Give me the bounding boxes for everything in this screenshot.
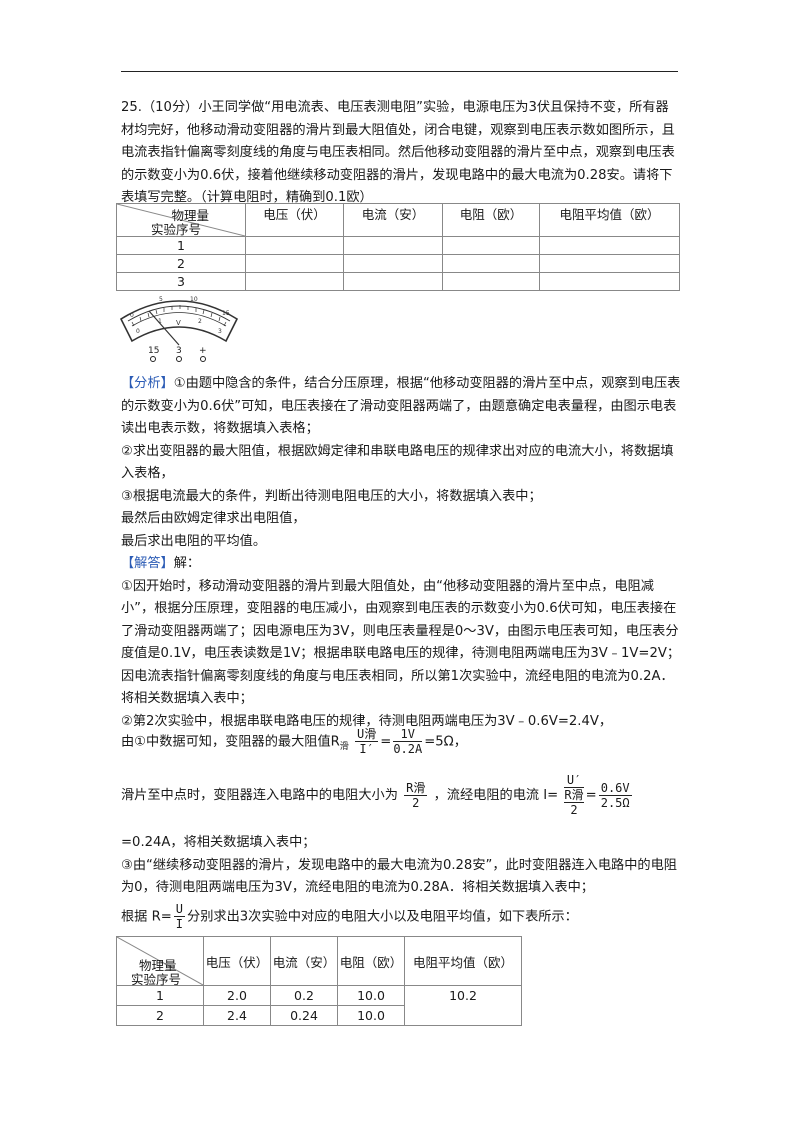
table-row: 1 2.0 0.2 10.0 10.2 xyxy=(116,985,522,1026)
solution-p2: 因电流表指针偏离零刻度线的角度与电压表相同，所以第1次实验中，流经电阻的电流为0… xyxy=(121,668,674,707)
header-resistance: 电阻（欧） xyxy=(442,203,540,237)
solution-p3: ②第2次实验中，根据串联电路电压的规律，待测电阻两端电压为3V﹣0.6V=2.4… xyxy=(121,713,613,729)
analysis-p3: ③根据电流最大的条件，判断出待测电阻电压的大小，将数据填入表中； xyxy=(121,488,542,504)
eq1-subscript: 滑 xyxy=(339,742,349,753)
eq3-den: I xyxy=(175,917,184,931)
scale-bottom-3: 3 xyxy=(218,328,222,335)
row-number: 1 xyxy=(116,985,204,1006)
row-number: 2 xyxy=(116,1005,204,1026)
row-number: 1 xyxy=(116,236,246,255)
analysis-p2: ②求出变阻器的最大阻值，根据欧姆定律和串联电路电压的规律求出对应的电流大小，将数… xyxy=(121,443,674,482)
analysis-p4: 最然后由欧姆定律求出电阻值， xyxy=(121,511,306,526)
eq1-prefix: 由①中数据可知，变阻器的最大阻值R xyxy=(121,734,340,750)
eq1-den-a: I′ xyxy=(359,742,374,756)
table-diag-header: 物理量 实验序号 xyxy=(116,936,204,987)
diag-top-label: 物理量 xyxy=(171,208,209,223)
eq1-num-a: U滑 xyxy=(355,727,379,742)
cell-voltage: 2.4 xyxy=(203,1005,271,1026)
eq1-den-b: 0.2A xyxy=(393,742,423,756)
table-row: 3 xyxy=(116,272,680,291)
eq1-num-b: 1V xyxy=(393,727,423,742)
voltmeter-figure: 0 5 10 15 0 1 2 3 V 15 3 + xyxy=(119,296,239,362)
question-text: 25.（10分）小王同学做“用电流表、电压表测电阻”实验，电源电压为3伏且保持不… xyxy=(121,100,675,205)
eq2-den: 2 xyxy=(412,795,420,810)
cell-resistance: 10.0 xyxy=(337,1005,405,1026)
eq2-middle: ，流经电阻的电流 I= xyxy=(433,788,559,803)
solution-p5: ③由“继续移动变阻器的滑片，发现电路中的最大电流为0.28安”，此时变阻器连入电… xyxy=(121,857,677,896)
solution-tag: 【解答】 xyxy=(121,556,174,571)
eq2-prefix: 滑片至中点时，变阻器连入电路中的电阻大小为 xyxy=(121,788,398,803)
diag-bottom-label: 实验序号 xyxy=(151,222,202,237)
row-number: 2 xyxy=(116,254,246,273)
eq2-num-v: 0.6V xyxy=(598,780,632,796)
row-number: 3 xyxy=(116,272,246,291)
top-rule xyxy=(121,71,678,72)
diagonal-line xyxy=(117,937,203,985)
scale-top-2: 10 xyxy=(190,296,198,303)
eq3-num: U xyxy=(173,902,186,917)
header-resistance: 电阻（欧） xyxy=(337,936,405,986)
scale-bottom-1: 1 xyxy=(158,318,162,325)
cell-current: 0.2 xyxy=(270,985,338,1006)
header-voltage: 电压（伏） xyxy=(203,936,271,986)
solution-tag-tail: 解： xyxy=(173,556,201,571)
solution-p1: ①因开始时，移动滑动变阻器的滑片到最大阻值处，由“他移动变阻器的滑片至中点，电阻… xyxy=(121,578,681,662)
scale-bottom-2: 2 xyxy=(198,318,202,325)
analysis-p1: ①由题中隐含的条件，结合分压原理，根据“他移动变阻器的滑片至中点，观察到电压表的… xyxy=(121,376,681,436)
terminal-15: 15 xyxy=(148,346,159,356)
analysis-tag: 【分析】 xyxy=(121,376,174,391)
eq2-num-u: U′ xyxy=(564,773,584,788)
header-average: 电阻平均值（欧） xyxy=(539,203,680,237)
terminal-3: 3 xyxy=(176,346,182,356)
eq2-den-ohm: 2.5Ω xyxy=(600,795,630,810)
table-row: 2 2.4 0.24 10.0 xyxy=(116,1005,522,1026)
table-row: 2 xyxy=(116,254,680,273)
eq3-suffix: 分别求出3次实验中对应的电阻大小以及电阻平均值，如下表所示： xyxy=(187,909,578,925)
solution-p4: =0.24A，将相关数据填入表中； xyxy=(121,835,316,850)
header-current: 电流（安） xyxy=(270,936,338,986)
header-current: 电流（安） xyxy=(343,203,443,237)
terminal-plus: + xyxy=(199,346,207,356)
meter-unit: V xyxy=(176,319,181,327)
blank-data-table: 物理量 实验序号 电压（伏） 电流（安） 电阻（欧） 电阻平均值（欧） 1 2 … xyxy=(116,203,680,291)
header-voltage: 电压（伏） xyxy=(245,203,344,237)
analysis-p5: 最后求出电阻的平均值。 xyxy=(121,533,267,549)
analysis-section: 【分析】①由题中隐含的条件，结合分压原理，根据“他移动变阻器的滑片至中点，观察到… xyxy=(121,373,681,733)
header-average: 电阻平均值（欧） xyxy=(404,936,522,986)
eq2-den-2: 2 xyxy=(570,803,578,817)
table-diag-header: 物理量 实验序号 xyxy=(116,203,246,237)
table-row: 1 xyxy=(116,236,680,255)
scale-top-3: 15 xyxy=(222,310,230,317)
eq2-num: R滑 xyxy=(404,780,428,796)
cell-average: 10.2 xyxy=(404,985,522,1026)
eq1-result: =5Ω， xyxy=(424,734,467,750)
solution-cont: =0.24A，将相关数据填入表中； ③由“继续移动变阻器的滑片，发现电路中的最大… xyxy=(121,832,681,900)
eq3-prefix: 根据 R= xyxy=(121,909,172,925)
eq2-den-r: R滑 xyxy=(564,788,584,803)
diagonal-line xyxy=(117,204,245,236)
scale-bottom-0: 0 xyxy=(136,328,140,335)
diag-bottom-label: 实验序号 xyxy=(131,972,182,987)
diag-top-label: 物理量 xyxy=(139,958,177,973)
cell-resistance: 10.0 xyxy=(337,985,405,1006)
cell-voltage: 2.0 xyxy=(203,985,271,1006)
question-stem: 25.（10分）小王同学做“用电流表、电压表测电阻”实验，电源电压为3伏且保持不… xyxy=(121,97,681,210)
scale-top-1: 5 xyxy=(159,296,163,303)
result-data-table: 物理量 实验序号 电压（伏） 电流（安） 电阻（欧） 电阻平均值（欧） 1 2.… xyxy=(116,936,522,1026)
scale-top-0: 0 xyxy=(130,312,134,319)
meter-needle xyxy=(148,310,180,346)
cell-current: 0.24 xyxy=(270,1005,338,1026)
